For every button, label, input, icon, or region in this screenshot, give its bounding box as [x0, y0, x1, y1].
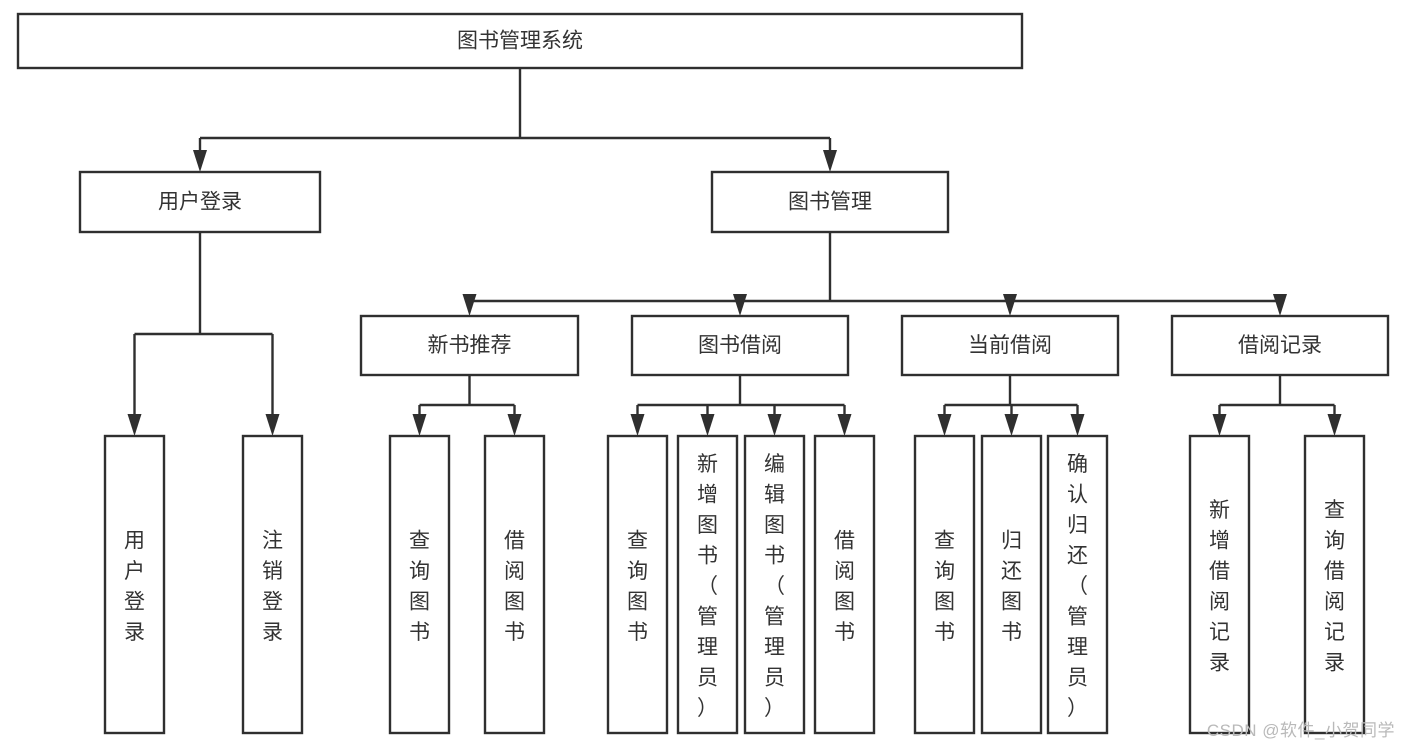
- node-leaf-add-book-admin-label: 新增图书（管理员）: [697, 453, 718, 720]
- node-leaf-query-borrow-record[interactable]: [1303, 434, 1366, 735]
- node-leaf-add-borrow-record-label: 新增借阅记录: [1209, 499, 1230, 675]
- node-leaf-edit-book-admin-label: 编辑图书（管理员）: [764, 453, 785, 720]
- node-user-login-label: 用户登录: [158, 191, 242, 214]
- node-book-borrow-label: 图书借阅: [698, 334, 782, 357]
- node-borrow-record[interactable]: [1170, 314, 1390, 377]
- node-leaf-user-logout-label: 注销登录: [262, 529, 283, 644]
- node-leaf-query-book-cur-label: 查询图书: [934, 529, 955, 644]
- node-root[interactable]: [16, 12, 1024, 70]
- node-leaf-user-login[interactable]: [103, 434, 166, 735]
- node-leaf-confirm-return-admin-label: 确认归还（管理员）: [1067, 453, 1088, 720]
- node-leaf-add-book-admin[interactable]: [676, 434, 739, 735]
- node-leaf-borrow-book-bor[interactable]: [813, 434, 876, 735]
- node-leaf-borrow-book-rec[interactable]: [483, 434, 546, 735]
- node-book-borrow[interactable]: [630, 314, 850, 377]
- node-leaf-confirm-return-admin[interactable]: [1046, 434, 1109, 735]
- watermark-label: CSDN @软件_小贺同学: [1206, 721, 1395, 740]
- node-leaf-query-borrow-record-label: 查询借阅记录: [1324, 499, 1345, 675]
- node-leaf-borrow-book-rec-label: 借阅图书: [504, 529, 525, 644]
- node-new-book-recommend-label: 新书推荐: [428, 334, 512, 357]
- node-current-borrow-label: 当前借阅: [968, 334, 1052, 357]
- node-leaf-query-book-bor[interactable]: [606, 434, 669, 735]
- node-root-label: 图书管理系统: [457, 30, 583, 53]
- node-leaf-user-logout[interactable]: [241, 434, 304, 735]
- node-leaf-query-book-cur[interactable]: [913, 434, 976, 735]
- node-leaf-query-book-rec[interactable]: [388, 434, 451, 735]
- node-leaf-query-book-bor-label: 查询图书: [627, 529, 648, 644]
- node-book-manage-label: 图书管理: [788, 191, 872, 214]
- node-current-borrow[interactable]: [900, 314, 1120, 377]
- node-leaf-return-book[interactable]: [980, 434, 1043, 735]
- node-book-manage[interactable]: [710, 170, 950, 234]
- node-leaf-borrow-book-bor-label: 借阅图书: [834, 529, 855, 644]
- node-borrow-record-label: 借阅记录: [1238, 334, 1322, 357]
- node-leaf-add-borrow-record[interactable]: [1188, 434, 1251, 735]
- node-leaf-return-book-label: 归还图书: [1001, 529, 1022, 644]
- node-leaf-edit-book-admin[interactable]: [743, 434, 806, 735]
- node-leaf-user-login-label: 用户登录: [124, 529, 145, 644]
- node-leaf-query-book-rec-label: 查询图书: [409, 529, 430, 644]
- node-user-login[interactable]: [78, 170, 322, 234]
- node-new-book-recommend[interactable]: [359, 314, 580, 377]
